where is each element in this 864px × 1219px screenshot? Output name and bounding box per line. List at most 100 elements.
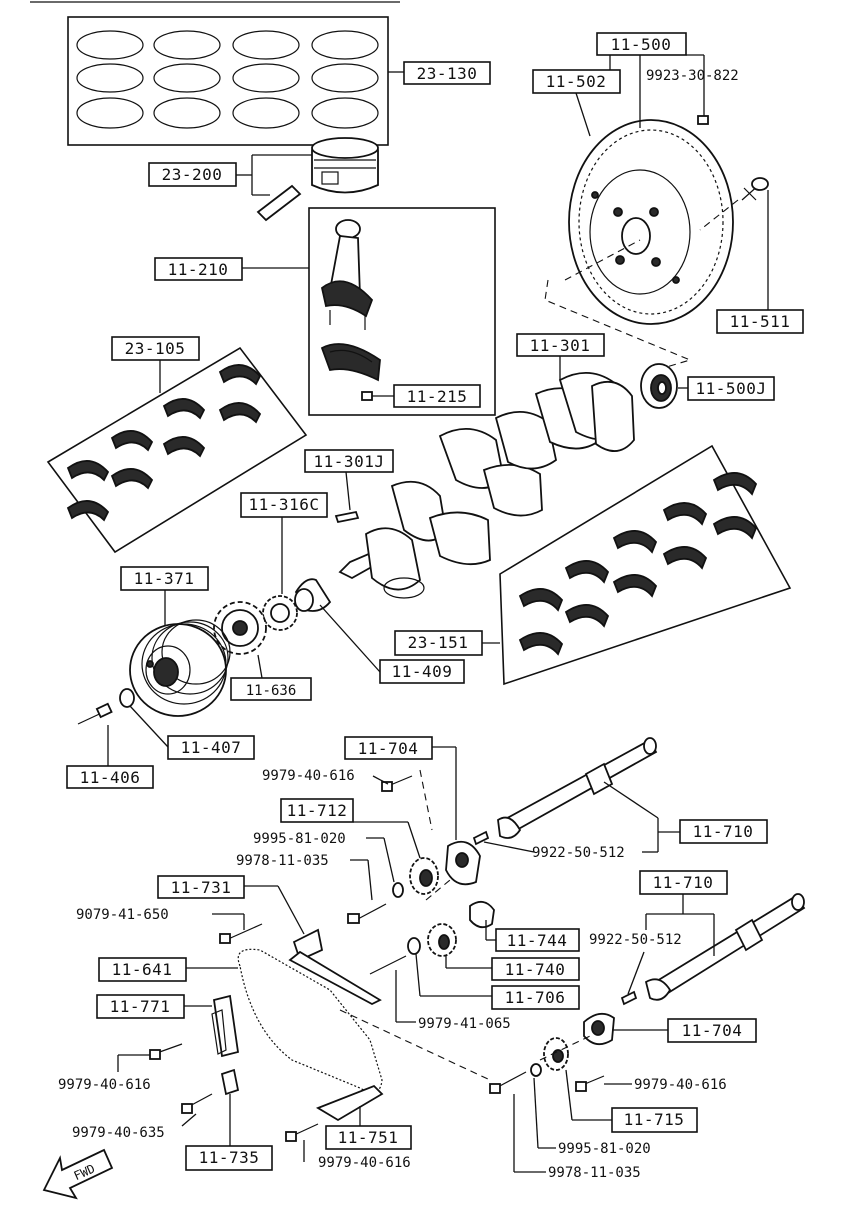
fwd-arrow: FWD — [42, 1148, 114, 1200]
label-box-11-704-top — [344, 736, 433, 760]
label-box-11-706 — [491, 985, 580, 1010]
crank-key-drawing — [334, 510, 360, 524]
label-box-11-636 — [230, 677, 312, 701]
label-box-11-712 — [280, 798, 354, 823]
label-11-406: 11-406 — [80, 768, 141, 787]
piston-rings-frame — [67, 16, 389, 146]
thrust-bearings-frame — [499, 444, 792, 686]
label-box-23-200 — [148, 162, 237, 187]
crankshaft-drawing — [338, 372, 635, 599]
label-11-710-top: 11-710 — [693, 822, 754, 841]
label-23-105: 23-105 — [125, 339, 186, 358]
pulley-washer-drawing — [119, 688, 135, 708]
label-box-11-371 — [120, 566, 209, 591]
label-9979-40-616-top: 9979-40-616 — [262, 768, 355, 784]
camshaft-bottom-drawing — [620, 893, 806, 1006]
label-11-735: 11-735 — [199, 1148, 260, 1167]
piston-rings-drawing — [76, 30, 379, 129]
label-9979-40-616-lower: 9979-40-616 — [318, 1155, 411, 1171]
label-11-301: 11-301 — [530, 336, 591, 355]
crank-seal-drawing — [294, 578, 332, 612]
label-box-11-704-bottom — [667, 1018, 757, 1043]
label-11-409: 11-409 — [392, 662, 453, 681]
conrod-frame — [308, 207, 496, 416]
label-box-11-740 — [491, 957, 580, 981]
label-11-751: 11-751 — [338, 1128, 399, 1147]
sprocket-11-636-drawing — [213, 601, 267, 655]
label-11-371: 11-371 — [134, 569, 195, 588]
label-11-715: 11-715 — [624, 1110, 685, 1129]
cam-plate-bottom-drawing — [583, 1012, 615, 1046]
label-11-502: 11-502 — [546, 72, 607, 91]
label-9978-11-035-top: 9978-11-035 — [236, 853, 329, 869]
label-11-731: 11-731 — [171, 878, 232, 897]
label-23-200: 23-200 — [162, 165, 223, 184]
cam-sprocket-bottom-drawing — [543, 1037, 569, 1071]
label-box-11-301 — [516, 333, 605, 357]
pilot-bearing-drawing — [640, 363, 678, 409]
label-9979-40-616-right: 9979-40-616 — [634, 1077, 727, 1093]
flywheel-drawing — [568, 115, 769, 325]
guide-drawing — [288, 928, 382, 1006]
label-9923-30-822: 9923-30-822 — [646, 68, 739, 84]
conrod-drawing — [320, 219, 381, 401]
label-9079-41-650: 9079-41-650 — [76, 907, 169, 923]
tensioner-drawing — [211, 994, 240, 1058]
idler-drawing — [369, 900, 495, 975]
label-9979-40-635: 9979-40-635 — [72, 1125, 165, 1141]
washer-top-drawing — [392, 882, 404, 898]
label-11-706: 11-706 — [505, 988, 566, 1007]
camshaft-top-drawing — [472, 737, 658, 846]
label-box-11-710-top — [679, 819, 768, 844]
label-9979-41-065: 9979-41-065 — [418, 1016, 511, 1032]
label-11-704-bottom: 11-704 — [682, 1021, 743, 1040]
label-11-744: 11-744 — [507, 931, 568, 950]
crank-sprocket-drawing — [262, 595, 298, 631]
label-box-11-316C — [240, 492, 328, 518]
label-11-500: 11-500 — [611, 35, 672, 54]
label-9979-40-616-left: 9979-40-616 — [58, 1077, 151, 1093]
label-11-210: 11-210 — [168, 260, 229, 279]
label-11-500J: 11-500J — [696, 379, 767, 398]
bolt-bottom-drawing — [495, 1071, 527, 1089]
cam-plate-top-drawing — [445, 840, 481, 886]
spacer-drawing — [220, 1068, 240, 1096]
label-box-11-511 — [716, 309, 804, 334]
thrust-bearings-drawing — [518, 472, 758, 656]
piston-drawing — [256, 137, 379, 222]
label-box-11-641 — [98, 957, 187, 982]
pulley-drawing — [129, 619, 231, 717]
label-box-11-406 — [66, 765, 154, 789]
label-11-641: 11-641 — [112, 960, 173, 979]
label-box-11-735 — [185, 1145, 273, 1171]
label-9978-11-035-bottom: 9978-11-035 — [548, 1165, 641, 1181]
guide-bolt-drawing — [225, 923, 263, 941]
bolt-top-drawing — [355, 903, 387, 921]
label-box-11-744 — [495, 928, 580, 952]
label-9995-81-020-bottom: 9995-81-020 — [558, 1141, 651, 1157]
label-box-11-751 — [325, 1125, 412, 1150]
label-box-11-301J — [304, 449, 394, 473]
washer-bottom-drawing — [530, 1063, 542, 1077]
label-11-740: 11-740 — [505, 960, 566, 979]
label-9922-50-512-top: 9922-50-512 — [532, 845, 625, 861]
label-box-11-215 — [393, 384, 481, 408]
label-box-11-500 — [596, 32, 687, 56]
label-9995-81-020-top: 9995-81-020 — [253, 831, 346, 847]
label-box-11-715 — [611, 1107, 698, 1133]
label-11-407: 11-407 — [181, 738, 242, 757]
label-11-636: 11-636 — [246, 683, 297, 699]
label-11-712: 11-712 — [287, 801, 348, 820]
label-box-11-409 — [379, 659, 465, 684]
label-9922-50-512-bottom: 9922-50-512 — [589, 932, 682, 948]
label-box-11-771 — [96, 994, 185, 1019]
label-box-23-105 — [111, 336, 200, 361]
label-box-23-130 — [403, 61, 491, 85]
label-box-23-151 — [394, 630, 483, 656]
label-11-316C: 11-316C — [249, 495, 320, 514]
label-23-151: 23-151 — [408, 633, 469, 652]
label-box-11-210 — [154, 257, 243, 281]
label-box-11-407 — [167, 735, 255, 760]
